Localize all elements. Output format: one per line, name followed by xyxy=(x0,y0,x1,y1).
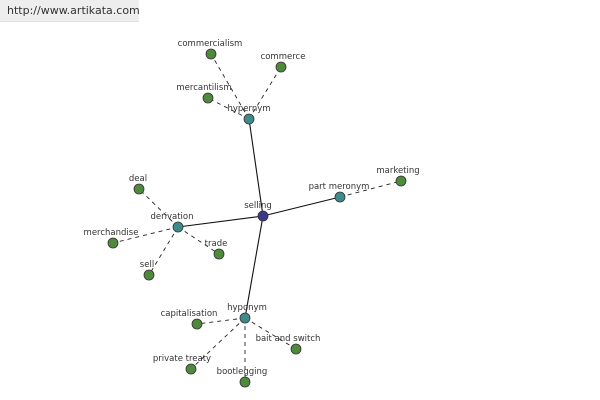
edge-selling-derivation xyxy=(177,215,264,228)
word-node-commercialism[interactable] xyxy=(205,48,217,60)
edges-layer xyxy=(112,53,402,382)
edge-selling-hypernym xyxy=(248,118,264,217)
relation-label-part-meronym[interactable]: part meronym xyxy=(309,182,370,192)
edge-derivation-deal xyxy=(138,188,179,228)
relation-node-part-meronym[interactable] xyxy=(334,191,346,203)
word-node-sell[interactable] xyxy=(143,269,155,281)
nodes-layer xyxy=(107,48,407,388)
center-label-selling[interactable]: selling xyxy=(244,201,272,211)
word-label-mercantilism[interactable]: mercantilism xyxy=(176,83,231,93)
edge-selling-part-meronym xyxy=(262,196,341,217)
word-label-marketing[interactable]: marketing xyxy=(376,166,419,176)
word-label-bait-and-switch[interactable]: bait and switch xyxy=(256,334,321,344)
word-node-commerce[interactable] xyxy=(275,61,287,73)
edge-selling-hyponym xyxy=(244,215,264,319)
url-banner[interactable]: http://www.artikata.com xyxy=(0,0,140,22)
edge-part-meronym-marketing xyxy=(339,180,402,198)
word-node-capitalisation[interactable] xyxy=(191,318,203,330)
word-node-bait-and-switch[interactable] xyxy=(290,343,302,355)
relation-node-hypernym[interactable] xyxy=(243,113,255,125)
edge-hypernym-commerce xyxy=(248,66,282,120)
edge-derivation-sell xyxy=(148,226,179,276)
edge-derivation-trade xyxy=(177,226,220,255)
word-label-private-treaty[interactable]: private treaty xyxy=(153,354,211,364)
center-node-selling[interactable] xyxy=(257,210,269,222)
relation-node-hyponym[interactable] xyxy=(239,312,251,324)
word-node-marketing[interactable] xyxy=(395,175,407,187)
word-node-merchandise[interactable] xyxy=(107,237,119,249)
word-label-deal[interactable]: deal xyxy=(129,174,147,184)
word-node-bootlegging[interactable] xyxy=(239,376,251,388)
url-link[interactable]: http://www.artikata.com xyxy=(7,4,140,17)
word-label-trade[interactable]: trade xyxy=(205,239,228,249)
relation-label-derivation[interactable]: derivation xyxy=(150,212,193,222)
word-label-sell[interactable]: sell xyxy=(140,260,154,270)
edge-derivation-merchandise xyxy=(112,226,179,244)
relation-label-hypernym[interactable]: hypernym xyxy=(227,104,270,114)
word-label-bootlegging[interactable]: bootlegging xyxy=(217,367,268,377)
relation-node-derivation[interactable] xyxy=(172,221,184,233)
edge-hyponym-capitalisation xyxy=(196,317,246,325)
edge-hyponym-bait-and-switch xyxy=(244,317,297,350)
word-node-mercantilism[interactable] xyxy=(202,92,214,104)
word-label-commercialism[interactable]: commercialism xyxy=(178,39,243,49)
word-label-capitalisation[interactable]: capitalisation xyxy=(161,309,218,319)
word-node-trade[interactable] xyxy=(213,248,225,260)
word-node-private-treaty[interactable] xyxy=(185,363,197,375)
word-label-merchandise[interactable]: merchandise xyxy=(84,228,139,238)
relation-label-hyponym[interactable]: hyponym xyxy=(227,303,267,313)
word-node-deal[interactable] xyxy=(133,183,145,195)
word-label-commerce[interactable]: commerce xyxy=(261,52,306,62)
labels-layer: commercialism commerce mercantilism hyperny… xyxy=(84,39,420,377)
